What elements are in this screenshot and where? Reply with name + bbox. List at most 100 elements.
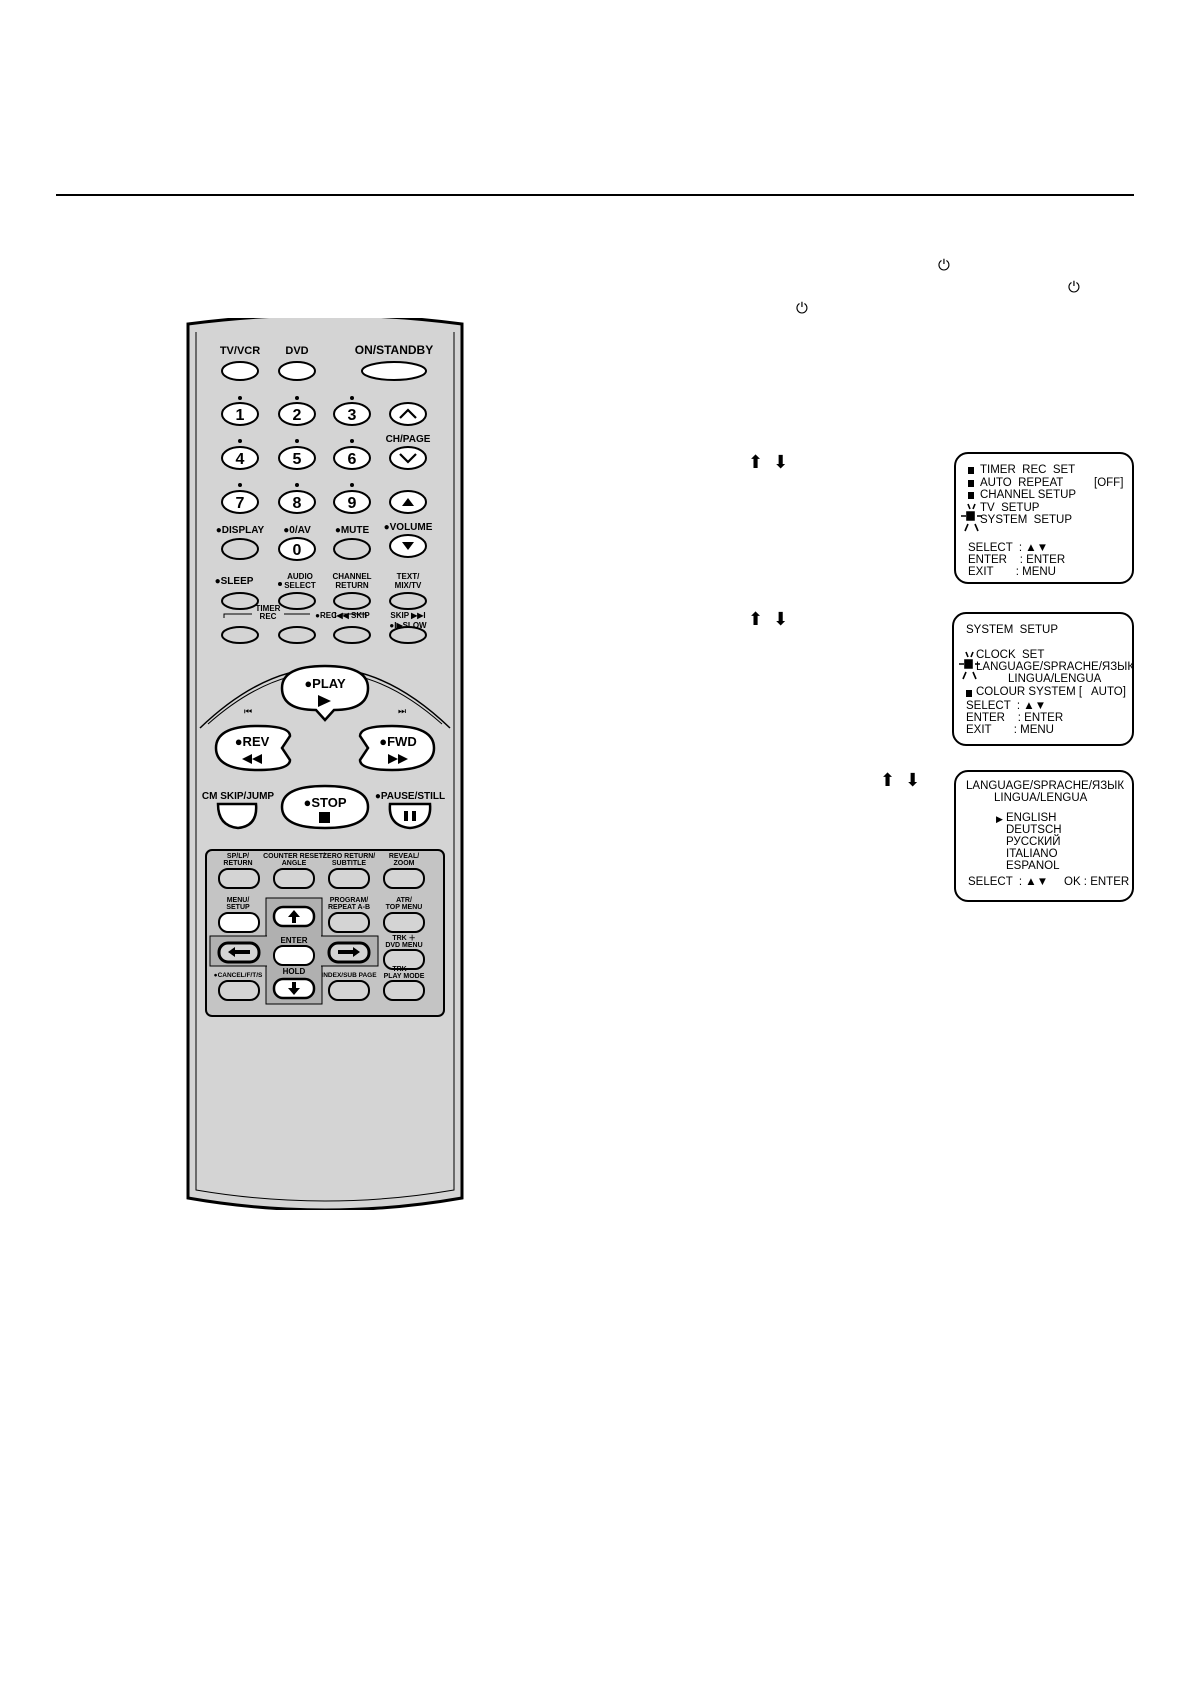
digit-7-label: 7 xyxy=(236,495,245,512)
enter-button[interactable] xyxy=(273,945,315,966)
sleep-button[interactable] xyxy=(221,592,259,610)
menu-item-system-setup[interactable]: SYSTEM SETUP xyxy=(980,514,1073,526)
pause-button[interactable] xyxy=(388,802,432,830)
language-option-russian[interactable]: РУССКИЙ xyxy=(1006,836,1061,848)
menu-item-channel-setup[interactable]: CHANNEL SETUP xyxy=(980,489,1077,501)
digit-6-button[interactable] xyxy=(333,446,371,470)
digit-2-button[interactable] xyxy=(278,402,316,426)
mute-button[interactable] xyxy=(333,538,371,560)
channel-return-button[interactable] xyxy=(333,592,371,610)
counter-reset-button[interactable] xyxy=(273,868,315,889)
menu-setup-button[interactable] xyxy=(218,912,260,933)
digit-9-button[interactable] xyxy=(333,490,371,514)
sp-lp-button[interactable] xyxy=(218,868,260,889)
fwd-button[interactable] xyxy=(358,724,436,772)
mute-label: ●MUTE xyxy=(335,525,370,536)
dvd-label: DVD xyxy=(285,345,308,357)
trk-minus-play-mode-button[interactable] xyxy=(383,980,425,1001)
digit-0-button[interactable] xyxy=(278,537,316,561)
display-button[interactable] xyxy=(221,538,259,560)
menu-setup-label-1: MENU/ xyxy=(227,897,250,904)
rec-button[interactable] xyxy=(278,626,316,644)
reveal-zoom-button[interactable] xyxy=(383,868,425,889)
trk-plus-label: TRK ＋ xyxy=(392,934,415,942)
menu-item-clock-set[interactable]: CLOCK SET xyxy=(976,649,1045,661)
skip-slow-button[interactable] xyxy=(389,626,427,644)
ch-page-label: CH/PAGE xyxy=(386,434,431,445)
text-mix-button[interactable] xyxy=(389,592,427,610)
rev-label: ●REV xyxy=(235,734,270,749)
stop-label: ●STOP xyxy=(303,795,346,810)
dvd-button[interactable] xyxy=(278,361,316,381)
digit-4-button[interactable] xyxy=(221,446,259,470)
ch-down-button[interactable] xyxy=(389,446,427,470)
index-sub-page-button[interactable] xyxy=(328,980,370,1001)
hold-label: HOLD xyxy=(283,967,306,976)
language-title-1: LANGUAGE/SPRACHE/ЯЗЫК xyxy=(966,780,1125,792)
timer-rec-label-2: REC xyxy=(260,612,277,621)
rev-button[interactable] xyxy=(214,724,292,772)
zero-return-label-1: ZERO RETURN/ xyxy=(323,853,376,860)
index-label: INDEX/SUB PAGE xyxy=(321,972,377,979)
colour-system-value: AUTO] xyxy=(1091,686,1126,698)
chevron-up-icon xyxy=(399,408,417,419)
digit-8-label: 8 xyxy=(293,495,302,512)
skip-fwd-label: SKIP ▶▶I xyxy=(390,611,425,620)
play-button[interactable] xyxy=(280,664,370,722)
up-down-arrows-icon: ⬆⬇ xyxy=(748,452,799,472)
language-option-english[interactable]: ENGLISH xyxy=(1006,812,1057,824)
on-standby-button[interactable] xyxy=(361,361,427,381)
digit-4-label: 4 xyxy=(236,451,245,468)
osd-language-select: LANGUAGE/SPRACHE/ЯЗЫК LINGUA/LENGUA ▶ EN… xyxy=(954,770,1134,902)
play-label: ●PLAY xyxy=(304,676,346,691)
program-button[interactable] xyxy=(328,912,370,933)
system-setup-title: SYSTEM SETUP xyxy=(966,624,1059,636)
rec-label: ●REC xyxy=(315,611,337,620)
digit-3-label: 3 xyxy=(348,407,357,424)
tv-vcr-button[interactable] xyxy=(221,361,259,381)
ch-up-button[interactable] xyxy=(389,402,427,426)
language-option-italiano[interactable]: ITALIANO xyxy=(1006,848,1058,860)
timer-rec-button[interactable] xyxy=(221,626,259,644)
atr-label-2: TOP MENU xyxy=(386,904,423,911)
language-option-espanol[interactable]: ESPANOL xyxy=(1006,860,1060,872)
zero-return-button[interactable] xyxy=(328,868,370,889)
trk-plus-dvd-menu-button[interactable] xyxy=(383,949,425,970)
triangle-down-icon xyxy=(402,542,414,550)
menu-item-language-line-2: LINGUA/LENGUA xyxy=(1008,673,1102,685)
channel-return-label-2: RETURN xyxy=(335,581,369,590)
play-icon xyxy=(318,695,331,707)
digit-3-button[interactable] xyxy=(333,402,371,426)
timer-rec-label-1: TIMER xyxy=(256,604,281,613)
up-down-arrows-icon: ⬆⬇ xyxy=(748,609,799,629)
text-mix-label-2: MIX/TV xyxy=(395,581,422,590)
triangle-up-icon xyxy=(402,498,414,506)
digit-8-button[interactable] xyxy=(278,490,316,514)
menu-item-timer-rec-set[interactable]: TIMER REC SET xyxy=(980,464,1076,476)
skip-back-button[interactable] xyxy=(333,626,371,644)
menu-item-colour-system[interactable]: COLOUR SYSTEM [ xyxy=(976,686,1083,698)
menu-item-tv-setup[interactable]: TV SETUP xyxy=(980,502,1040,514)
cancel-button[interactable] xyxy=(218,980,260,1001)
menu-item-auto-repeat[interactable]: AUTO REPEAT xyxy=(980,477,1064,489)
stop-button[interactable] xyxy=(280,784,370,830)
cm-skip-button[interactable] xyxy=(216,802,258,830)
menu-item-language[interactable]: LANGUAGE/SPRACHE/ЯЗЫК xyxy=(976,661,1135,673)
digit-5-button[interactable] xyxy=(278,446,316,470)
language-option-deutsch[interactable]: DEUTSCH xyxy=(1006,824,1062,836)
cancel-label: ●CANCEL/F/T/S xyxy=(214,972,263,979)
fwd-label: ●FWD xyxy=(379,734,416,749)
auto-repeat-value: [OFF] xyxy=(1094,477,1124,489)
up-arrow-icon xyxy=(288,910,300,923)
digit-1-button[interactable] xyxy=(221,402,259,426)
program-label-1: PROGRAM/ xyxy=(330,897,369,904)
channel-return-label-1: CHANNEL xyxy=(332,572,371,581)
skip-back-label: I◀◀ SKIP xyxy=(334,611,370,620)
digit-7-button[interactable] xyxy=(221,490,259,514)
audio-select-button[interactable] xyxy=(278,592,316,610)
atr-top-menu-button[interactable] xyxy=(383,912,425,933)
atr-label-1: ATR/ xyxy=(396,897,412,904)
enter-hint: ENTER : ENTER xyxy=(968,554,1066,566)
rewind-mark-icon: ⏮ xyxy=(244,706,252,716)
reveal-label-1: REVEAL/ xyxy=(389,853,419,860)
